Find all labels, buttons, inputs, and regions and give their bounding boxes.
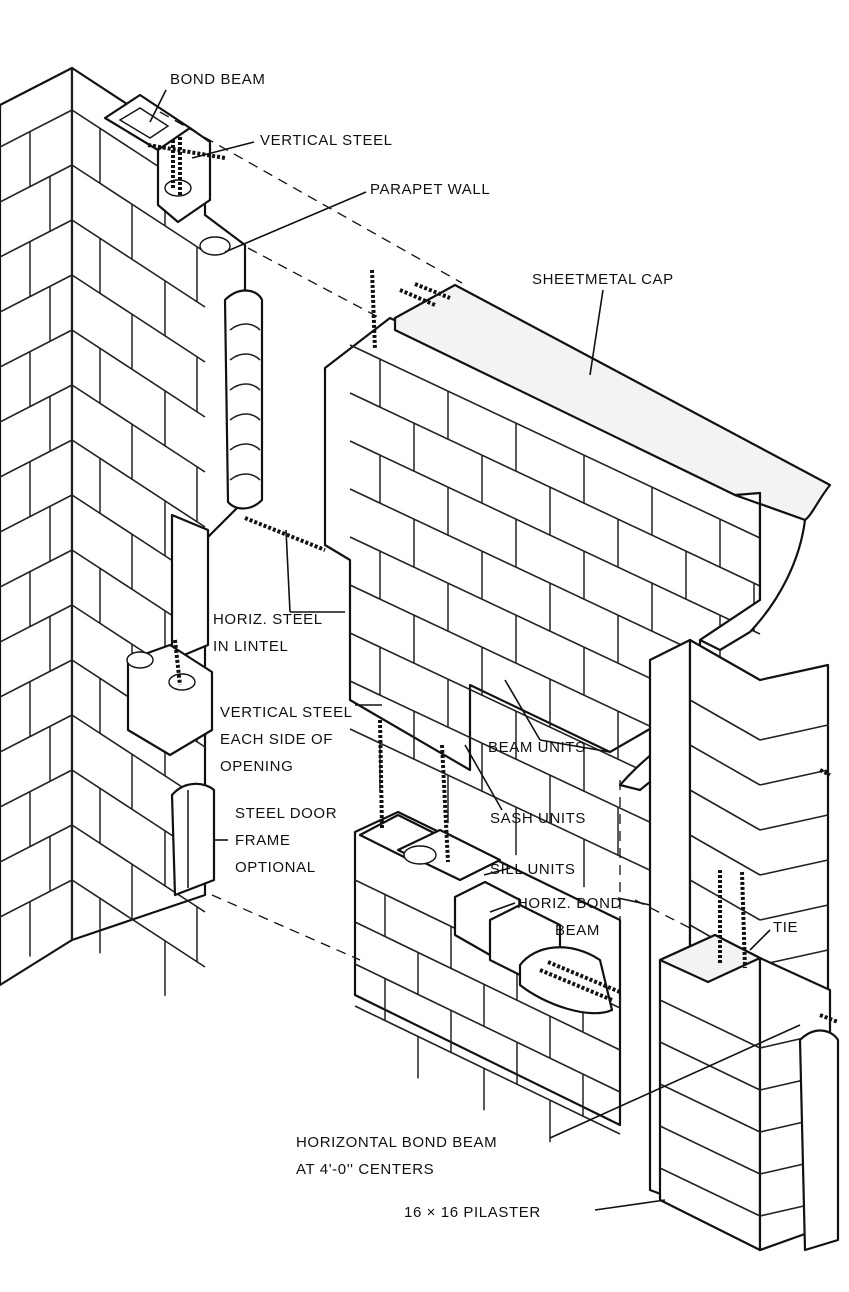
mortar-course — [0, 109, 73, 148]
mortar-course — [349, 440, 761, 635]
mortar-course — [71, 824, 206, 913]
mortar-course — [0, 824, 73, 863]
label-sash-units: SASH UNITS — [490, 810, 586, 827]
label-steel-door-1: STEEL DOOR — [235, 805, 337, 822]
mortar-course — [71, 879, 206, 968]
mortar-course — [759, 814, 829, 831]
mortar-course — [659, 1125, 761, 1175]
mortar-course — [71, 384, 206, 473]
mortar-course — [0, 274, 73, 313]
label-horiz-bond-2: BEAM — [555, 922, 600, 939]
mortar-course — [0, 329, 73, 368]
label-tie: TIE — [773, 919, 798, 936]
label-vertical-steel-opening-1: VERTICAL STEEL — [220, 704, 353, 721]
pilaster — [658, 933, 840, 1252]
mortar-course — [689, 834, 761, 876]
mortar-course — [689, 789, 761, 831]
mortar-course — [759, 904, 829, 921]
label-vertical-steel-opening-3: OPENING — [220, 758, 293, 775]
label-horiz-steel-1: HORIZ. STEEL — [213, 611, 323, 628]
mortar-course — [0, 384, 73, 423]
horizontal-steel — [147, 143, 451, 552]
mortar-course — [689, 744, 761, 786]
parapet-cap — [223, 289, 264, 510]
label-parapet-wall: PARAPET WALL — [370, 181, 490, 198]
label-steel-door-3: OPTIONAL — [235, 859, 316, 876]
mortar-course — [759, 859, 829, 876]
center-lower-wall — [353, 810, 622, 1143]
label-horiz-bond-1: HORIZ. BOND — [517, 895, 622, 912]
mortar-course — [354, 963, 621, 1093]
mortar-course — [0, 494, 73, 533]
mortar-course — [0, 714, 73, 753]
mortar-course — [0, 439, 73, 478]
mortar-course — [659, 999, 761, 1049]
mortar-course — [71, 329, 206, 418]
label-horiz-steel-2: IN LINTEL — [213, 638, 288, 655]
label-steel-door-2: FRAME — [235, 832, 291, 849]
label-beam-units: BEAM UNITS — [488, 739, 586, 756]
mortar-course — [759, 724, 829, 741]
label-sheetmetal-cap: SHEETMETAL CAP — [532, 271, 674, 288]
mortar-course — [71, 219, 206, 308]
label-pilaster: 16 × 16 PILASTER — [404, 1204, 541, 1221]
steel-door-frame — [170, 782, 216, 897]
label-vertical-steel: VERTICAL STEEL — [260, 132, 393, 149]
mortar-course — [689, 699, 761, 741]
mortar-course — [759, 769, 829, 786]
label-horizontal-bond-2: AT 4'-0'' CENTERS — [296, 1161, 434, 1178]
mortar-course — [0, 879, 73, 918]
mortar-course — [0, 549, 73, 588]
mortar-course — [354, 1005, 621, 1135]
mortar-course — [689, 879, 761, 921]
mortar-course — [0, 659, 73, 698]
label-horizontal-bond-1: HORIZONTAL BOND BEAM — [296, 1134, 497, 1151]
mortar-course — [0, 769, 73, 808]
mortar-course — [0, 604, 73, 643]
mortar-course — [71, 274, 206, 363]
mortar-course — [659, 1167, 761, 1217]
mortar-course — [71, 439, 206, 528]
label-sill-units: SILL UNITS — [490, 861, 575, 878]
alignment-lines — [159, 111, 691, 961]
mortar-course — [354, 921, 621, 1051]
mortar-course — [659, 1083, 761, 1133]
mortar-course — [349, 344, 761, 539]
vertical-steel-rods — [171, 137, 839, 1024]
leader-lines — [149, 89, 801, 1211]
door-jamb-blocks — [126, 513, 214, 757]
mortar-course — [71, 164, 206, 253]
label-bond-beam: BOND BEAM — [170, 71, 265, 88]
mortar-course — [349, 392, 761, 587]
mortar-course — [0, 164, 73, 203]
mortar-course — [0, 219, 73, 258]
label-vertical-steel-opening-2: EACH SIDE OF — [220, 731, 333, 748]
center-upper-wall — [323, 316, 762, 952]
labels: BOND BEAM VERTICAL STEEL PARAPET WALL SH… — [170, 71, 798, 1221]
